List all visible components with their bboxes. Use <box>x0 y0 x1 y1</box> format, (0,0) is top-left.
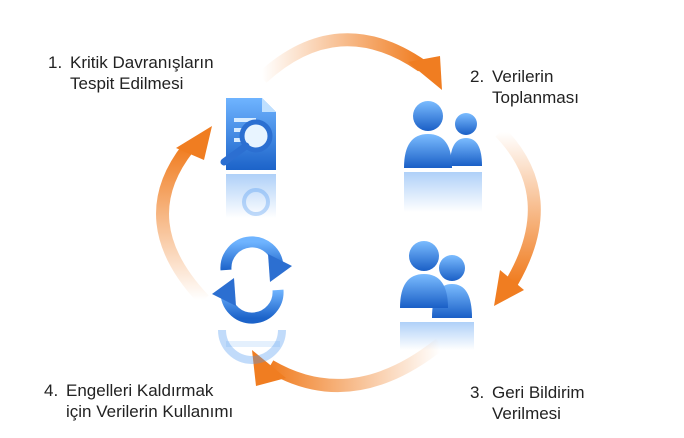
users-icon <box>400 241 474 350</box>
arrow-1-to-2 <box>257 33 442 90</box>
step-label-2: 2. Verilerin Toplanması <box>470 66 579 108</box>
refresh-cycle-icon <box>212 236 292 364</box>
step-number: 3. <box>470 383 485 402</box>
arrow-2-to-3 <box>494 127 541 306</box>
step-label-1: 1. Kritik Davranışların Tespit Edilmesi <box>48 52 214 94</box>
users-icon <box>404 101 482 212</box>
step-title-line1: Geri Bildirim <box>492 383 585 402</box>
step-label-3: 3. Geri Bildirim Verilmesi <box>470 382 585 424</box>
step-title-line2: Tespit Edilmesi <box>70 74 184 93</box>
document-search-icon <box>220 98 276 218</box>
step-title-line2: Toplanması <box>492 88 579 107</box>
step-title-line2: Verilmesi <box>492 404 561 423</box>
arrow-3-to-4 <box>252 338 445 392</box>
step-title-line1: Engelleri Kaldırmak <box>66 381 214 400</box>
arrow-4-to-1 <box>156 126 212 305</box>
step-title-line1: Verilerin <box>492 67 554 86</box>
step-number: 2. <box>470 67 485 86</box>
step-number: 1. <box>48 53 63 72</box>
step-title-line1: Kritik Davranışların <box>70 53 214 72</box>
step-title-line2: için Verilerin Kullanımı <box>66 402 234 421</box>
step-label-4: 4. Engelleri Kaldırmak için Verilerin Kul… <box>44 380 233 422</box>
step-number: 4. <box>44 381 59 400</box>
